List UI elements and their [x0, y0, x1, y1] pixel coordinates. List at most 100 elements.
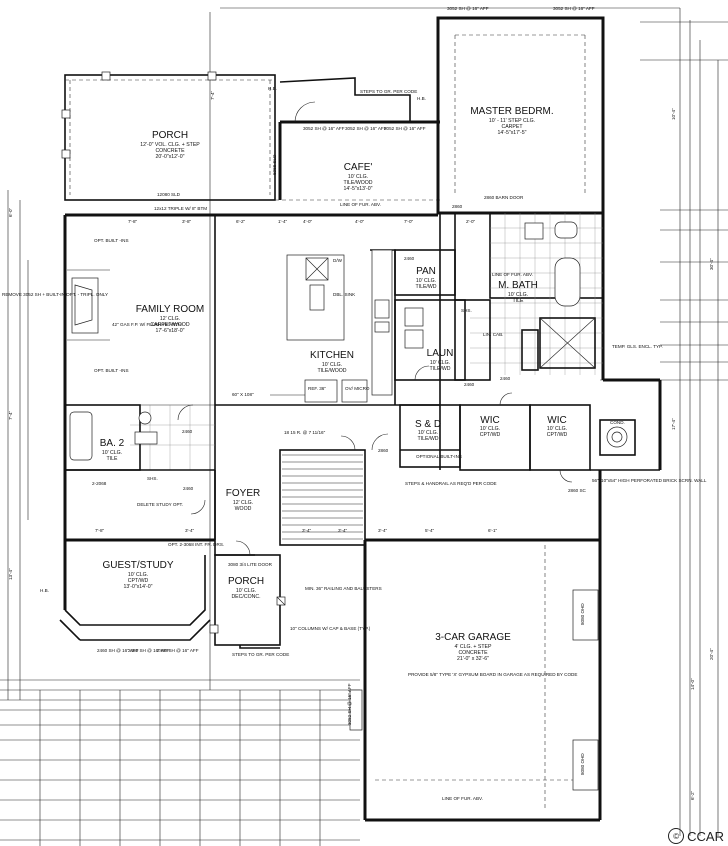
dim-4: 1'-4" [278, 219, 288, 224]
wic1-spec1: 10' CLG. [480, 426, 500, 432]
pan-spec2: TILE/WD [415, 284, 436, 290]
family-room-spec3: 17'-6"x18'-0" [155, 328, 184, 334]
porch-rear-spec1: 12'-0" VOL. CLG. + STEP [140, 142, 200, 148]
cafe-spec1: 10' CLG. [348, 174, 368, 180]
laundry-spec1: 10' CLG. [430, 360, 450, 366]
dim-7: 7'-0" [404, 219, 414, 224]
dim-11: 3'-4" [302, 528, 312, 533]
garage-name: 3-CAR GARAGE [435, 632, 511, 643]
cafe-name: CAFE' [344, 162, 373, 173]
garage-walls [349, 470, 602, 822]
window-20: 2460 [182, 429, 193, 434]
wic2-spec2: CPT/WD [547, 432, 568, 438]
foyer-spec1: 12' CLG. [233, 500, 253, 506]
dim-24: 30'-4" [709, 258, 714, 270]
porch-rear-spec2: CONCRETE [155, 148, 185, 154]
kitchen-spec2: TILE/WOOD [317, 368, 346, 374]
window-24: 2-2068 [92, 481, 107, 486]
master-bath-spec2: TILE [513, 298, 524, 304]
garage-spec2: CONCRETE [458, 650, 488, 656]
note-cond: COND. [610, 420, 625, 425]
pan-spec1: 10' CLG. [416, 278, 436, 284]
dimension-lines [0, 7, 728, 846]
dim-8: 2'-0" [466, 219, 476, 224]
dim-3: 6'-2" [236, 219, 246, 224]
porch-front-name: PORCH [228, 576, 264, 587]
window-16: 60" X 108" [232, 392, 254, 397]
laundry-name: LAUN [427, 348, 454, 359]
dim-18: 13'-4" [8, 568, 13, 580]
dim-22: 6'-2" [690, 790, 695, 800]
wic1-spec2: CPT/WD [480, 432, 501, 438]
kitchen-spec1: 10' CLG. [322, 362, 342, 368]
window-1: 3052 SH @ 16" AFF [303, 126, 345, 131]
bath2-spec1: 10' CLG. [102, 450, 122, 456]
s-and-d-spec2: TILE/WD [417, 436, 438, 442]
dim-25: 7'-4" [210, 90, 215, 100]
garage-spec1: 4' CLG. + STEP [455, 644, 492, 650]
note-optional-built-ins: OPTIONAL BUILT-INS [416, 454, 462, 459]
master-bedroom-name: MASTER BEDRM. [470, 106, 553, 117]
window-14: 3052 SH @ 16" AFF [347, 683, 352, 725]
service-rooms [130, 212, 604, 470]
note-steps-rear: STEPS TO GR. PER CODE [360, 89, 417, 94]
guest-study-spec3: 13'-0"x14'-0" [123, 584, 152, 590]
note-temp-gls: TEMP. GLS. ENCL. TYP. [612, 344, 663, 349]
note-lite-door: 3080 3/4 LITE DOOR [228, 562, 273, 567]
note-columns: 10" COLUMNS W/ CAP & BASE (TYP.) [290, 626, 371, 631]
watermark-text: CCAR [687, 828, 724, 844]
note-hb-front: H.B. [40, 588, 49, 593]
family-room-area [67, 215, 440, 540]
watermark: © CCAR [668, 828, 724, 844]
note-ref: REF. 36" [308, 386, 326, 391]
family-room-spec1: 12' CLG. [160, 316, 180, 322]
cafe-spec3: 14'-5"x13'-0" [343, 186, 372, 192]
wic1-name: WIC [480, 415, 499, 426]
pan-name: PAN [416, 266, 436, 277]
window-21: 2460 [183, 486, 194, 491]
window-5: 3052 SH @ 16" AFF [553, 6, 595, 11]
note-shelf: SHS. [461, 308, 472, 313]
note-hb-rear: H.B. [417, 96, 426, 101]
cafe-walls [275, 77, 440, 201]
dim-13: 5'-4" [425, 528, 435, 533]
note-stairs: 18 15 R. @ 7 11/16" [284, 430, 326, 435]
garage-spec3: 21'-0" x 32'-6" [457, 656, 489, 662]
s-and-d-name: S & D [415, 419, 441, 430]
foyer-name: FOYER [226, 488, 260, 499]
note-line-of-fur-garage: LINE OF FUR. ABV. [442, 796, 483, 801]
foyer-spec2: WOOD [235, 506, 252, 512]
window-13: 8080 OHD [580, 753, 585, 775]
dimension-labels: 7'-8" 3'-8" 6'-2" 1'-4" 4'-0" 4'-0" 7'-0… [8, 90, 714, 800]
dim-19: 14'-0" [690, 678, 695, 690]
window-18: 2460 [404, 256, 415, 261]
bath2-name: BA. 2 [100, 438, 125, 449]
window-callouts: 3052 SH @ 16" AFF 3052 SH @ 16" AFF 3052… [92, 6, 595, 775]
note-built-ins-2: OPT. BUILT -INS [94, 368, 129, 373]
note-line-of-fur: LINE OF FUR. ABV. [340, 202, 381, 207]
front-rooms [59, 470, 286, 649]
window-6: 2460 SH @ 16" AFF [97, 648, 139, 653]
guest-study-spec1: 10' CLG. [128, 572, 148, 578]
wic2-spec1: 10' CLG. [547, 426, 567, 432]
note-built-ins-1: OPT. BUILT -INS [94, 238, 129, 243]
dim-23: 10'-4" [671, 108, 676, 120]
note-delete-study: DELETE STUDY OPT. [137, 502, 183, 507]
window-7: 2460 SH @ 16" AFF [128, 648, 170, 653]
master-bedroom-spec3: 14'-5"x17'-5" [497, 130, 526, 136]
bath2-spec2: TILE [107, 456, 118, 462]
dim-20: 20'-4" [709, 648, 714, 660]
guest-study-name: GUEST/STUDY [102, 560, 173, 571]
master-bedroom-spec2: CARPET [501, 124, 523, 130]
window-11: 12x12 TRIPLE W/ 8" BTM [154, 206, 207, 211]
note-gypsum: PROVIDE 5/8" TYPE 'X' GYPSUM BOARD IN GA… [408, 672, 577, 677]
dim-21: 17'-4" [671, 418, 676, 430]
laundry-spec2: TILE/WD [429, 366, 450, 372]
guest-study-spec2: CPT/WD [128, 578, 149, 584]
door-swings [177, 101, 573, 556]
dim-12: 3'-4" [338, 528, 348, 533]
kitchen-name: KITCHEN [310, 350, 354, 361]
window-19: 2460 [464, 382, 475, 387]
window-15: 2860 BARN DOOR [484, 195, 524, 200]
dim-5: 4'-0" [303, 219, 313, 224]
